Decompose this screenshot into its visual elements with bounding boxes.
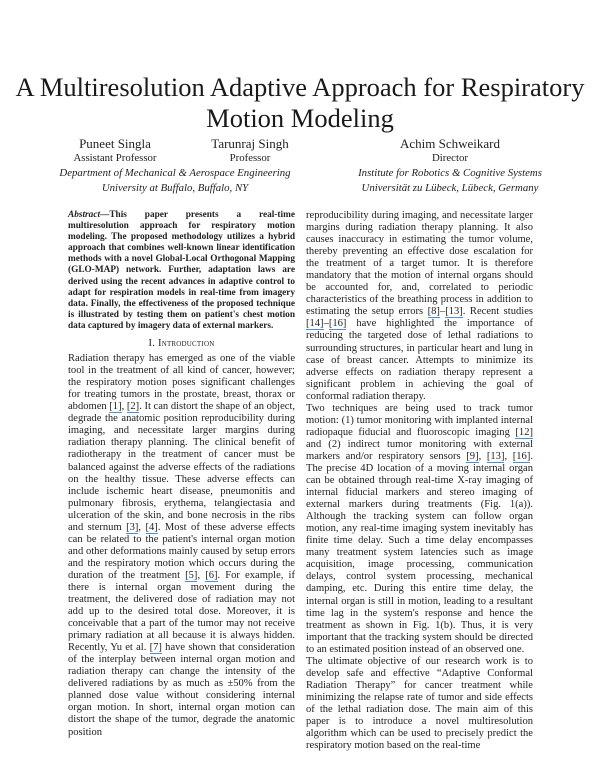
section-heading-introduction: I. Introduction: [68, 338, 295, 350]
paper-title: A Multiresolution Adaptive Approach for …: [15, 72, 585, 133]
paragraph-text: ,: [478, 450, 487, 462]
citation-link[interactable]: [5]: [185, 569, 198, 582]
citation-link[interactable]: [6]: [205, 569, 218, 582]
paragraph-text: ,: [121, 401, 127, 413]
paragraph-text: have highlighted the importance of reduc…: [306, 318, 533, 402]
paragraph-text: ,: [504, 450, 513, 462]
paragraph-text: . It can distort the shape of an object,…: [68, 401, 296, 533]
paragraph-text: . The precise 4D location of a moving in…: [306, 450, 533, 655]
paragraph-text: and (2) indirect tumor monitoring with e…: [306, 438, 533, 462]
citation-link[interactable]: [7]: [149, 642, 162, 655]
author-1: Puneet Singla Assistant Professor: [60, 136, 170, 165]
body-paragraph: Two techniques are being used to track t…: [306, 403, 533, 656]
citation-link[interactable]: [9]: [466, 450, 479, 463]
author-2: Tarunraj Singh Professor: [195, 136, 305, 165]
paragraph-text: Radiation therapy has emerged as one of …: [68, 353, 295, 413]
body-paragraph: Radiation therapy has emerged as one of …: [68, 353, 295, 739]
citation-link[interactable]: [4]: [145, 521, 158, 534]
citation-link[interactable]: [14]: [306, 318, 324, 331]
section-title: Introduction: [157, 338, 215, 350]
affiliation-luebeck: Institute for Robotics & Cognitive Syste…: [320, 166, 580, 196]
author-role: Assistant Professor: [73, 152, 157, 164]
paragraph-text: ,: [138, 521, 146, 533]
paragraph-text: . Most of these adverse effects can be r…: [68, 521, 295, 581]
paragraph-text: . Recent studies: [462, 306, 533, 318]
citation-link[interactable]: [1]: [109, 401, 122, 414]
citation-link[interactable]: [3]: [126, 521, 139, 534]
abstract-dash: —: [100, 210, 110, 220]
paragraph-text: . For example, if there is internal orga…: [68, 569, 295, 654]
abstract-label: Abstract: [68, 210, 101, 220]
citation-link[interactable]: [16]: [328, 318, 347, 331]
abstract: Abstract—This paper presents a real-time…: [68, 210, 295, 332]
right-body: reproducibility during imaging, and nece…: [306, 210, 533, 752]
citation-link[interactable]: [12]: [515, 426, 533, 439]
affiliation-dept: Institute for Robotics & Cognitive Syste…: [358, 167, 542, 179]
paragraph-text: ,: [197, 569, 206, 581]
author-name: Achim Schweikard: [399, 136, 500, 151]
affiliation-place: Universität zu Lübeck, Lübeck, Germany: [361, 182, 539, 194]
section-number: I.: [148, 338, 156, 350]
affiliation-place: University at Buffalo, Buffalo, NY: [101, 182, 249, 194]
abstract-text: This paper presents a real-time multires…: [68, 210, 295, 331]
left-column: Abstract—This paper presents a real-time…: [68, 210, 295, 739]
right-column: reproducibility during imaging, and nece…: [306, 210, 533, 752]
author-name: Puneet Singla: [79, 136, 151, 151]
citation-link[interactable]: [8]: [427, 306, 440, 319]
paragraph-text: reproducibility during imaging, and nece…: [306, 210, 533, 318]
author-3: Achim Schweikard Director: [380, 136, 520, 165]
citation-link[interactable]: [2]: [126, 401, 140, 414]
body-paragraph: reproducibility during imaging, and nece…: [306, 210, 533, 403]
author-role: Professor: [229, 152, 271, 164]
affiliation-buffalo: Department of Mechanical & Aerospace Eng…: [40, 166, 310, 196]
left-body: Radiation therapy has emerged as one of …: [68, 353, 295, 739]
paragraph-text: –: [323, 318, 329, 330]
citation-link[interactable]: [16]: [512, 450, 531, 463]
affiliation-dept: Department of Mechanical & Aerospace Eng…: [59, 167, 291, 179]
author-name: Tarunraj Singh: [211, 136, 289, 151]
paragraph-text: Two techniques are being used to track t…: [306, 402, 533, 438]
author-role: Director: [432, 152, 468, 164]
paragraph-text: –: [439, 306, 446, 318]
citation-link[interactable]: [13]: [445, 306, 463, 319]
citation-link[interactable]: [13]: [486, 450, 505, 463]
paragraph-text: have shown that consideration of the int…: [68, 642, 295, 738]
body-paragraph: The ultimate objective of our research w…: [306, 656, 533, 752]
paragraph-text: The ultimate objective of our research w…: [306, 655, 533, 752]
